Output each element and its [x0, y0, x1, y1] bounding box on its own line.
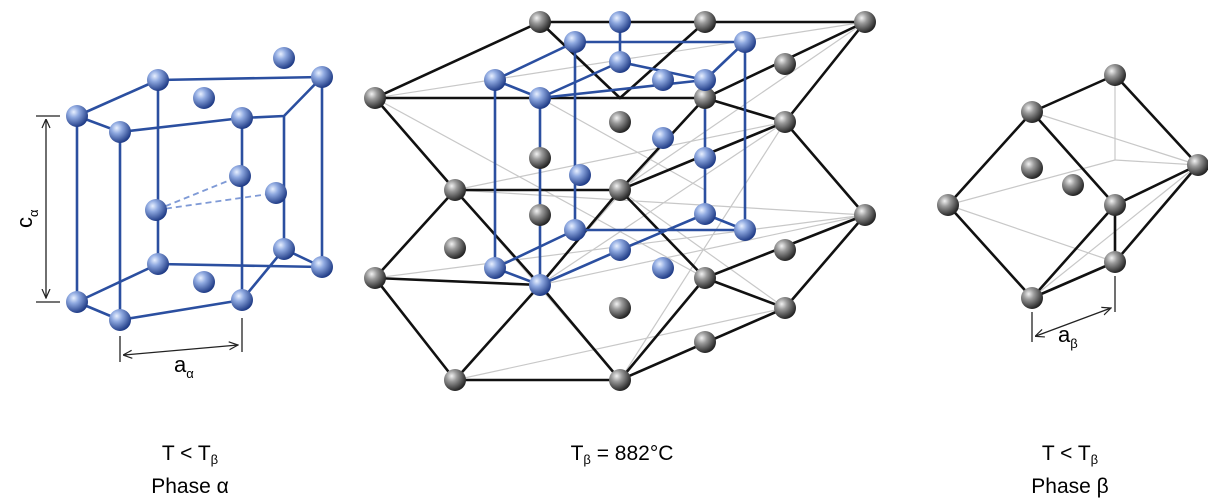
atom	[66, 105, 88, 127]
atom	[694, 331, 716, 353]
atom	[609, 239, 631, 261]
transition-caption-temperature: Tβ = 882°C	[570, 442, 674, 467]
atom	[273, 238, 295, 260]
atom	[364, 87, 386, 109]
atom	[265, 182, 287, 204]
atom	[529, 147, 551, 169]
atom	[1104, 251, 1126, 273]
beta-caption: T < Tβ Phase β	[990, 440, 1150, 500]
atom	[444, 237, 466, 259]
atom	[564, 31, 586, 53]
atom	[652, 257, 674, 279]
atom	[774, 53, 796, 75]
atom	[1104, 64, 1126, 86]
atom	[854, 204, 876, 226]
hcp-a-label: aα	[174, 352, 194, 381]
atom	[484, 69, 506, 91]
atom	[1021, 101, 1043, 123]
atom	[1187, 154, 1208, 176]
alpha-caption-temperature: T < Tβ	[161, 442, 219, 467]
bcc-grey-atoms	[937, 64, 1208, 309]
atom	[444, 369, 466, 391]
atom	[609, 11, 631, 33]
atom	[147, 69, 169, 91]
atom	[1021, 157, 1043, 179]
atom	[231, 289, 253, 311]
atom	[311, 66, 333, 88]
atom	[734, 219, 756, 241]
atom	[109, 309, 131, 331]
atom	[609, 297, 631, 319]
atom	[694, 147, 716, 169]
atom	[529, 11, 551, 33]
blue-atoms	[484, 11, 756, 296]
atom	[937, 194, 959, 216]
bcc-a-dimension	[1031, 276, 1116, 342]
hcp-c-label: cα	[12, 209, 41, 228]
atom	[609, 111, 631, 133]
atom	[231, 107, 253, 129]
atom	[1104, 194, 1126, 216]
atom	[774, 297, 796, 319]
atom	[311, 256, 333, 278]
atom	[652, 127, 674, 149]
atom	[609, 51, 631, 73]
atom	[193, 87, 215, 109]
atom	[145, 199, 167, 221]
atom	[147, 253, 169, 275]
atom	[193, 271, 215, 293]
atom	[652, 69, 674, 91]
hcp-c-dimension	[36, 115, 60, 303]
atom	[364, 267, 386, 289]
atom	[694, 267, 716, 289]
transition-lattice	[364, 11, 876, 391]
alpha-caption: T < Tβ Phase α	[110, 440, 270, 500]
atom	[273, 47, 295, 69]
hcp-cell	[36, 47, 333, 362]
atom	[694, 11, 716, 33]
alpha-caption-phase: Phase α	[151, 475, 229, 498]
transition-caption: Tβ = 882°C	[532, 440, 712, 473]
bcc-a-label: aβ	[1058, 322, 1078, 351]
atom	[694, 69, 716, 91]
hcp-a-dimension	[119, 318, 243, 362]
atom	[694, 203, 716, 225]
atom	[774, 239, 796, 261]
grey-atoms	[364, 11, 876, 391]
atom	[109, 121, 131, 143]
atom	[609, 179, 631, 201]
atom	[529, 204, 551, 226]
atom	[444, 179, 466, 201]
atom	[484, 257, 506, 279]
atom	[694, 87, 716, 109]
atom	[1021, 287, 1043, 309]
bcc-cell	[937, 64, 1208, 342]
hcp-basal-dashed	[155, 175, 277, 211]
atom	[229, 165, 251, 187]
atom	[774, 111, 796, 133]
atom	[529, 274, 551, 296]
atom	[569, 164, 591, 186]
atom	[734, 31, 756, 53]
beta-caption-phase: Phase β	[1031, 475, 1109, 498]
atom	[609, 369, 631, 391]
beta-caption-temperature: T < Tβ	[1041, 442, 1099, 467]
atom	[66, 291, 88, 313]
atom	[854, 11, 876, 33]
atom	[564, 219, 586, 241]
atom	[1062, 174, 1084, 196]
hcp-atoms	[66, 47, 333, 331]
atom	[529, 87, 551, 109]
